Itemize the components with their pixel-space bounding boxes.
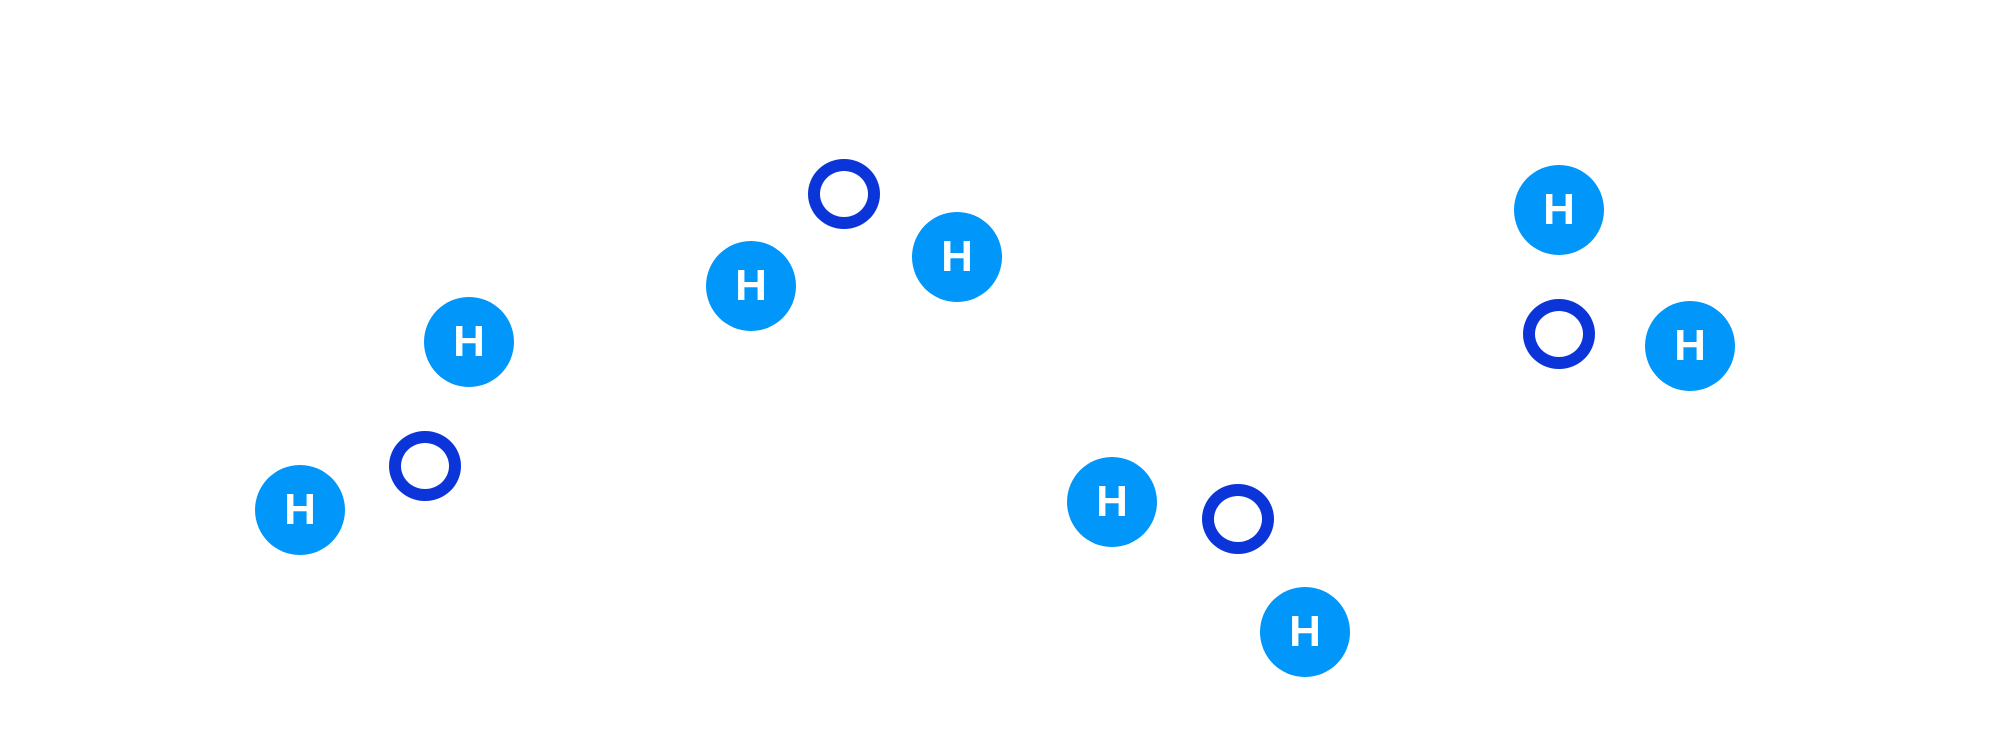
oxygen-atom: O (1202, 484, 1274, 554)
hydrogen-atom: H (1514, 165, 1604, 255)
oxygen-label: O (425, 466, 426, 467)
hydrogen-label: H (1289, 607, 1321, 656)
hydrogen-atom: H (1067, 457, 1157, 547)
hydrogen-label: H (284, 485, 316, 534)
oxygen-label: O (1238, 519, 1239, 520)
oxygen-atom: O (1523, 299, 1595, 369)
hydrogen-atom: H (1645, 301, 1735, 391)
hydrogen-atom: H (1260, 587, 1350, 677)
hydrogen-label: H (1543, 185, 1575, 234)
hydrogen-atom: H (706, 241, 796, 331)
hydrogen-label: H (1096, 477, 1128, 526)
hydrogen-atom: H (912, 212, 1002, 302)
hydrogen-label: H (735, 261, 767, 310)
oxygen-atom: O (389, 431, 461, 501)
hydrogen-label: H (1674, 321, 1706, 370)
hydrogen-label: H (941, 232, 973, 281)
hydrogen-atom: H (255, 465, 345, 555)
hydrogen-label: H (453, 317, 485, 366)
oxygen-label: O (844, 194, 845, 195)
hydrogen-atom: H (424, 297, 514, 387)
oxygen-atom: O (808, 159, 880, 229)
oxygen-label: O (1559, 334, 1560, 335)
